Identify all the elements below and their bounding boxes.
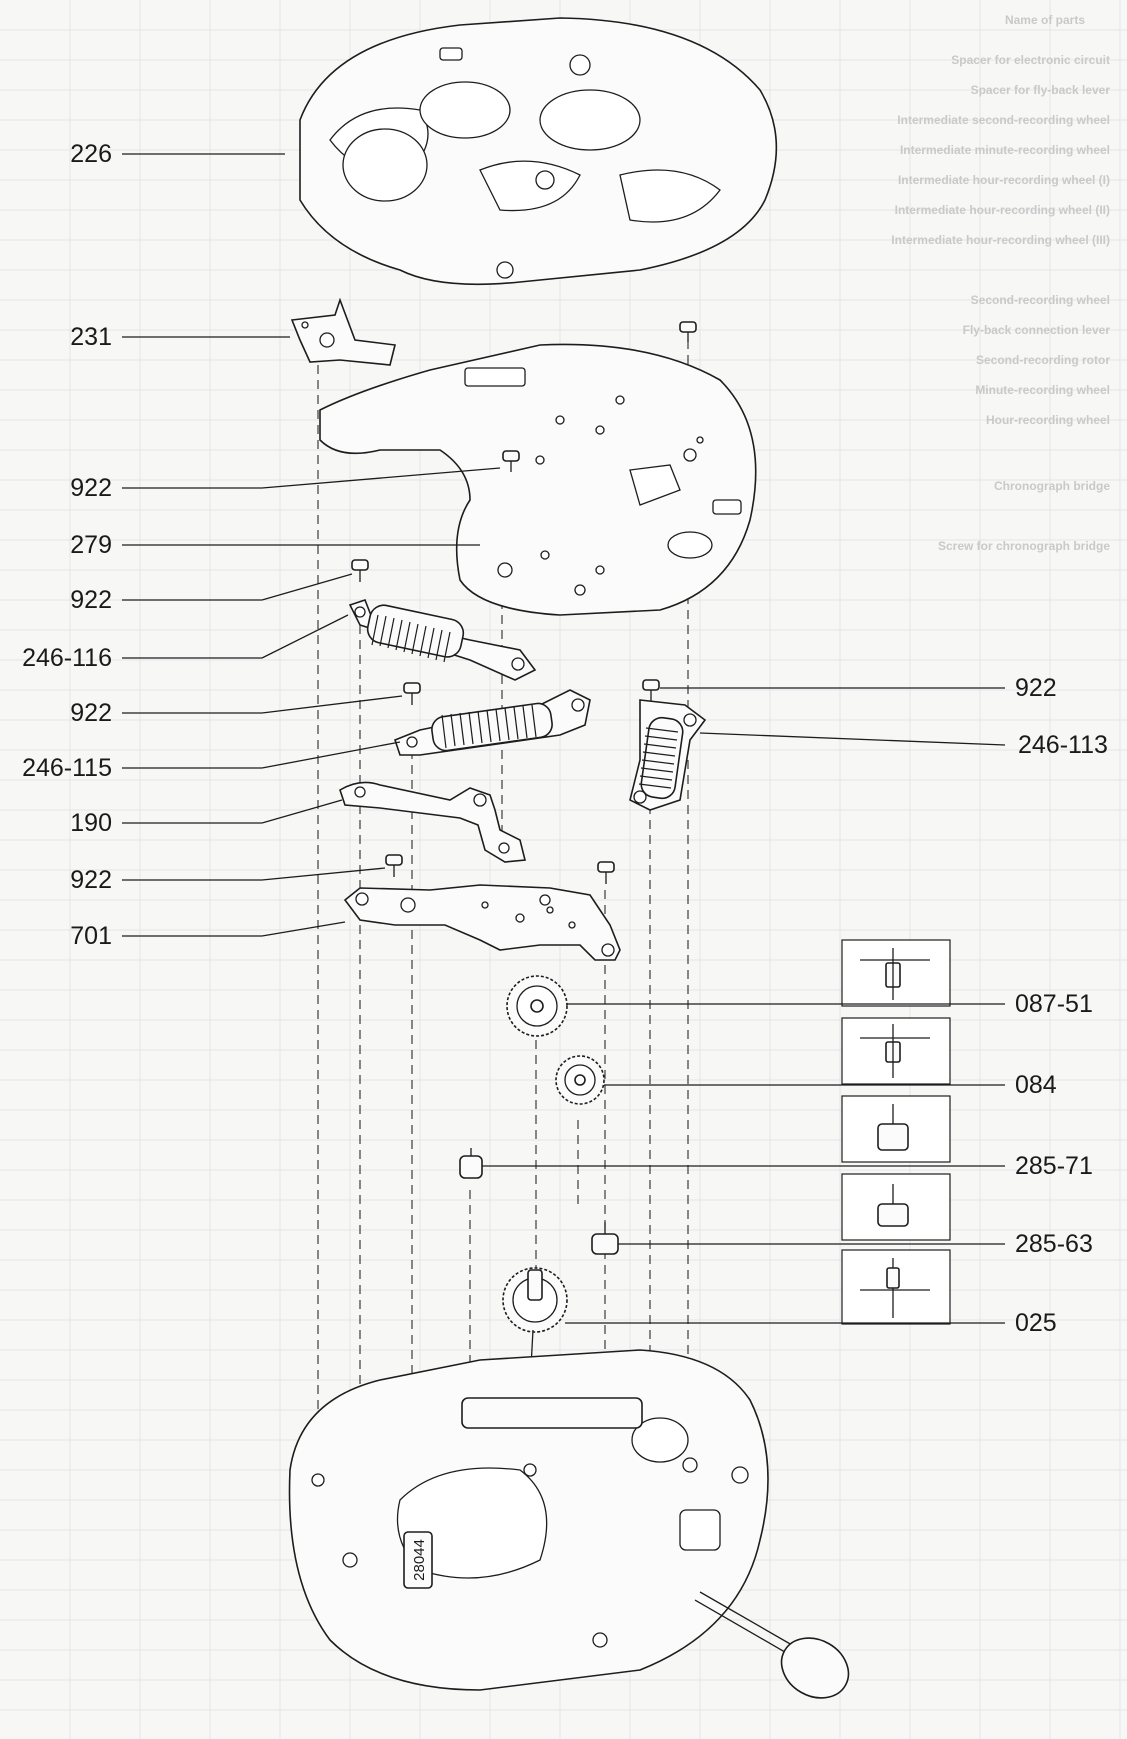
show-through-row: Spacer for fly-back lever bbox=[971, 83, 1111, 97]
show-through-row: Intermediate hour-recording wheel (I) bbox=[898, 173, 1110, 187]
label-922-e: 922 bbox=[1015, 674, 1057, 702]
screw-922-c bbox=[403, 682, 421, 705]
part-246-116-spring bbox=[348, 599, 537, 681]
show-through-row: Second-recording rotor bbox=[976, 353, 1110, 367]
detail-box-025 bbox=[841, 1249, 951, 1325]
screw-922-e bbox=[642, 679, 660, 702]
detail-box-084 bbox=[841, 1017, 951, 1085]
show-through-row: Spacer for electronic circuit bbox=[951, 53, 1110, 67]
show-through-row: Second-recording wheel bbox=[971, 293, 1110, 307]
part-285-71-rotor bbox=[459, 1148, 483, 1179]
show-through-row: Intermediate hour-recording wheel (II) bbox=[895, 203, 1110, 217]
part-279-chronograph-bridge bbox=[319, 343, 757, 616]
label-285-71: 285-71 bbox=[1015, 1152, 1093, 1180]
label-246-115: 246-115 bbox=[22, 754, 112, 782]
screw-922-top-right bbox=[679, 321, 697, 342]
label-285-63: 285-63 bbox=[1015, 1230, 1093, 1258]
movement-stamp: 28044 bbox=[411, 1539, 428, 1581]
label-226: 226 bbox=[70, 140, 112, 168]
show-through-row: Intermediate hour-recording wheel (III) bbox=[891, 233, 1110, 247]
screw-922-d bbox=[385, 854, 403, 877]
label-922-a: 922 bbox=[70, 474, 112, 502]
show-through-row: Chronograph bridge bbox=[994, 479, 1110, 493]
part-190-fly-back-lever bbox=[339, 781, 527, 863]
show-through-table: Name of parts Spacer for electronic circ… bbox=[891, 13, 1110, 553]
label-922-d: 922 bbox=[70, 866, 112, 894]
label-025: 025 bbox=[1015, 1309, 1057, 1337]
label-279: 279 bbox=[70, 531, 112, 559]
detail-box-285-63 bbox=[841, 1173, 951, 1241]
part-087-51-wheel bbox=[506, 975, 568, 1037]
part-701-spacer bbox=[343, 884, 621, 961]
part-246-113-spring bbox=[629, 699, 707, 811]
part-246-115-spring bbox=[394, 689, 591, 756]
part-084-wheel bbox=[555, 1055, 605, 1105]
label-246-113: 246-113 bbox=[1018, 731, 1108, 759]
part-231-lever-spacer bbox=[290, 297, 396, 366]
show-through-row: Minute-recording wheel bbox=[975, 383, 1110, 397]
label-922-b: 922 bbox=[70, 586, 112, 614]
screw-922-b bbox=[351, 559, 369, 582]
show-through-row: Intermediate minute-recording wheel bbox=[900, 143, 1110, 157]
label-190: 190 bbox=[70, 809, 112, 837]
show-through-row: Screw for chronograph bridge bbox=[938, 539, 1110, 553]
show-through-row: Intermediate second-recording wheel bbox=[897, 113, 1110, 127]
label-087-51: 087-51 bbox=[1015, 990, 1093, 1018]
detail-box-087-51 bbox=[841, 939, 951, 1007]
part-labels: 226 231 922 279 922 246-116 922 246-115 … bbox=[22, 140, 1108, 1337]
label-246-116: 246-116 bbox=[22, 644, 112, 672]
show-through-row: Fly-back connection lever bbox=[963, 323, 1111, 337]
screw-922-a bbox=[502, 450, 520, 472]
label-922-c: 922 bbox=[70, 699, 112, 727]
label-231: 231 bbox=[70, 323, 112, 351]
part-226-spacer-plate bbox=[299, 17, 778, 286]
part-025-wheel bbox=[502, 1267, 568, 1386]
screw-922-701-right bbox=[597, 861, 615, 884]
leader-lines bbox=[122, 153, 1006, 1324]
label-701: 701 bbox=[70, 922, 112, 950]
label-084: 084 bbox=[1015, 1071, 1057, 1099]
part-285-63-rotor bbox=[591, 1222, 619, 1255]
base-movement: 28044 bbox=[288, 1349, 850, 1699]
detail-box-285-71 bbox=[841, 1095, 951, 1163]
show-through-row: Hour-recording wheel bbox=[986, 413, 1110, 427]
show-through-row: Name of parts bbox=[1005, 13, 1085, 27]
